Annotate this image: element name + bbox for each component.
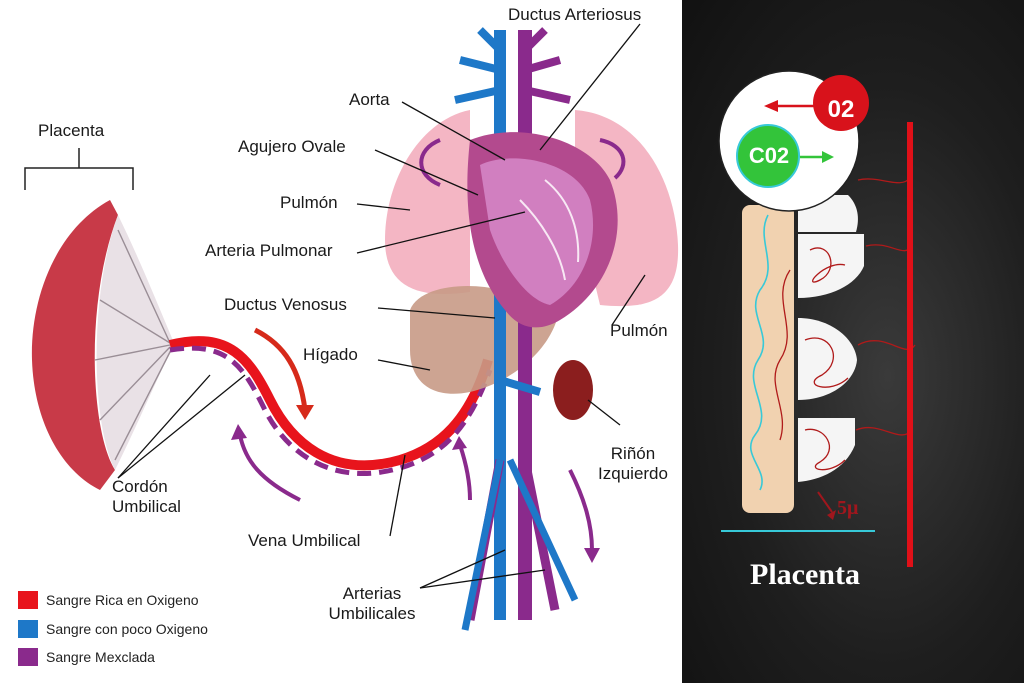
legend-swatch-blue (18, 620, 38, 638)
heart (467, 132, 618, 328)
umbilical-cord (168, 336, 493, 476)
arteria-pulmonar-label: Arteria Pulmonar (205, 241, 333, 260)
legend-item-mixed: Sangre Mexclada (18, 647, 155, 667)
legend-item-oxygen-rich: Sangre Rica en Oxigeno (18, 590, 199, 610)
fetal-circulation-panel: Placenta Ductus Arteriosus Aorta Agujero… (18, 5, 680, 667)
flow-arrow-purple-2 (458, 444, 472, 501)
arterias-line-1: Arterias (342, 584, 402, 603)
o2-label: 02 (827, 96, 855, 123)
agujero-ovale-label: Agujero Ovale (238, 137, 346, 156)
flow-arrowhead-purple-3 (584, 548, 600, 563)
flow-arrow-red (253, 327, 308, 411)
cordon-line-1: Cordón (112, 477, 168, 496)
lung-arrow-left (419, 138, 441, 187)
lung-arrow-right (599, 138, 626, 180)
placenta-title: Placenta (750, 558, 860, 591)
higado-label: Hígado (303, 345, 358, 364)
arterias-line-2: Umbilicales (328, 604, 416, 623)
scale-label: 5μ (837, 497, 859, 519)
legend-swatch-red (18, 591, 38, 609)
arterias-umbilicales-label: Arterias Umbilicales (316, 584, 428, 624)
pulmon-right-label: Pulmón (610, 321, 668, 340)
flow-arrowhead-purple-2 (452, 436, 467, 450)
fetal-circulation-illustration (24, 23, 679, 631)
rinon-line-1: Riñón (610, 444, 656, 463)
lung-left (385, 110, 470, 295)
rinon-izquierdo-label: Riñón Izquierdo (586, 444, 680, 484)
placenta-bracket (24, 148, 134, 190)
flow-arrow-purple-3 (568, 469, 594, 551)
aorta-label: Aorta (349, 90, 390, 109)
legend-swatch-purple (18, 648, 38, 666)
ductus-venosus-label: Ductus Venosus (224, 295, 347, 314)
flow-arrow-purple-1 (238, 434, 301, 502)
legend-label: Sangre Rica en Oxigeno (46, 592, 199, 608)
pulmon-left-label: Pulmón (280, 193, 338, 212)
rinon-line-2: Izquierdo (598, 464, 668, 483)
ductus-arteriosus-label: Ductus Arteriosus (508, 5, 642, 24)
flow-arrowhead-purple-1 (231, 424, 247, 440)
leader-lines (117, 23, 646, 589)
cordon-line-2: Umbilical (112, 497, 181, 516)
placenta-organ (31, 200, 175, 490)
left-kidney (553, 360, 593, 420)
legend-item-low-oxygen: Sangre con poco Oxigeno (18, 619, 208, 639)
legend-label: Sangre con poco Oxigeno (46, 621, 208, 637)
co2-label: C02 (748, 143, 790, 168)
cordon-umbilical-label: Cordón Umbilical (112, 477, 181, 517)
legend-label: Sangre Mexclada (46, 649, 155, 665)
vena-umbilical-label: Vena Umbilical (248, 531, 361, 550)
flow-arrowhead-red (296, 405, 314, 420)
placenta-label: Placenta (38, 121, 105, 140)
